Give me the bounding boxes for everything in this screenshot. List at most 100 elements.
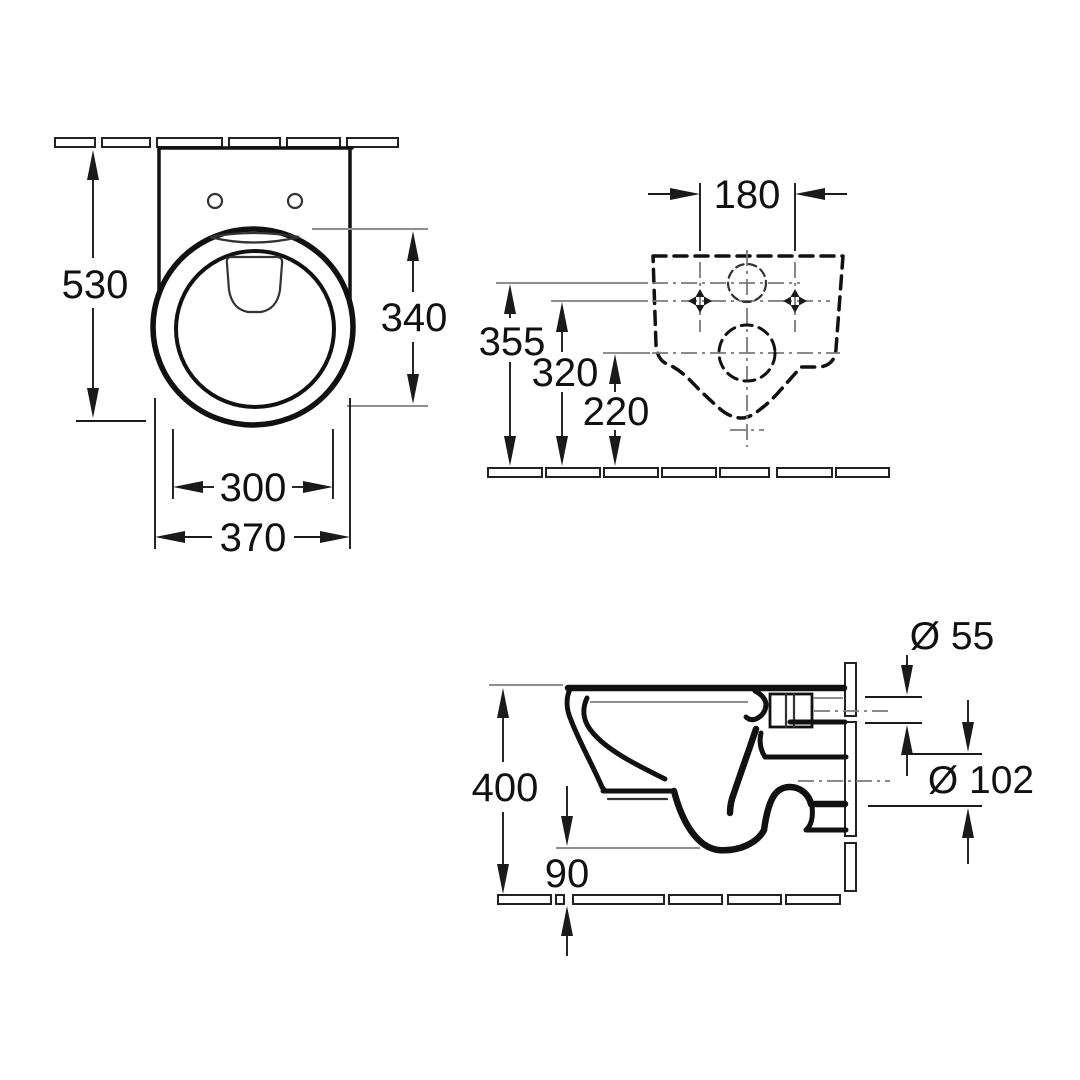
- wall-side-view: [844, 662, 857, 892]
- dimension-label-320: 320: [532, 351, 599, 395]
- hole-mark-tip: [799, 296, 807, 306]
- dimension-label-530: 530: [62, 263, 129, 307]
- dimension-300: 300: [172, 429, 334, 510]
- waste-outlet-circle: [717, 323, 777, 383]
- wall-segment: [54, 137, 96, 148]
- front-outer-contour: [564, 686, 608, 794]
- arrowhead-down: [561, 816, 573, 846]
- floor-segment: [785, 894, 841, 905]
- side-view: 400 90 Ø 55 Ø 102: [472, 615, 1034, 956]
- top-view: 530 340 300: [54, 137, 448, 560]
- arrowhead-down: [556, 436, 568, 466]
- hole-mark-tip: [688, 296, 696, 306]
- dimension-label-90: 90: [545, 852, 590, 896]
- outlet-pipe-bottom: [803, 803, 849, 833]
- floor-hatch-side-view: [497, 894, 841, 905]
- wall-hatch-top-view: [54, 137, 399, 148]
- dimension-label-outlet-diameter: Ø 102: [928, 759, 1034, 802]
- dimension-400: 400: [472, 684, 563, 894]
- dimension-label-355: 355: [479, 320, 546, 364]
- floor-segment: [661, 467, 717, 478]
- floor-segment: [497, 894, 552, 905]
- floor-segment: [668, 894, 723, 905]
- dimension-label-300: 300: [220, 466, 287, 510]
- arrowhead-up: [962, 808, 974, 838]
- dimension-inlet-diameter: Ø 55: [865, 615, 994, 776]
- wall-segment: [844, 842, 857, 892]
- flush-outlet-shape: [225, 255, 284, 314]
- water-inlet-circle: [726, 262, 768, 304]
- dimension-220: 220: [583, 352, 650, 466]
- wall-segment: [346, 137, 399, 148]
- dimension-label-400: 400: [472, 766, 539, 810]
- bowl-inner-rim: [174, 249, 336, 409]
- dimension-label-220: 220: [583, 390, 650, 434]
- arrowhead-up: [561, 906, 573, 936]
- floor-hatch-rear-view: [487, 467, 890, 478]
- arrowhead-down: [87, 388, 99, 418]
- trap-and-weir-contour: [670, 783, 849, 854]
- arrowhead-right: [320, 531, 350, 543]
- floor-segment: [572, 894, 665, 905]
- arrowhead-down: [504, 436, 516, 466]
- wall-segment: [228, 137, 281, 148]
- floor-segment: [555, 894, 565, 905]
- dimension-370: 370: [154, 398, 351, 560]
- floor-segment: [719, 467, 770, 478]
- hole-mark-tip: [695, 289, 705, 297]
- pan-rear-outline-hidden: [651, 254, 845, 420]
- hole-mark-tip: [695, 305, 705, 313]
- dimension-340: 340: [312, 228, 448, 407]
- floor-segment: [835, 467, 890, 478]
- floor-segment: [545, 467, 601, 478]
- bowl-back-contour: [726, 725, 760, 817]
- arrowhead-up: [407, 231, 419, 261]
- outlet-pipe-top: [757, 730, 849, 760]
- hole-mark-tip: [783, 296, 791, 306]
- dimension-180: 180: [648, 173, 847, 251]
- arrowhead-left: [173, 481, 203, 493]
- flush-rim-ledge: [209, 231, 300, 244]
- arrowhead-left: [795, 188, 825, 200]
- dimension-label-inlet-diameter: Ø 55: [910, 615, 995, 658]
- flush-spreader-nozzle: [743, 688, 769, 723]
- wall-segment: [286, 137, 341, 148]
- wall-segment: [156, 137, 223, 148]
- dimension-label-180: 180: [714, 173, 781, 217]
- dimension-label-370: 370: [220, 516, 287, 560]
- seat-hinge-hole-left: [206, 192, 224, 210]
- fixing-hole-mark-right: [783, 289, 807, 313]
- dimension-530: 530: [62, 150, 146, 422]
- arrowhead-right: [303, 481, 333, 493]
- dimension-90: 90: [545, 786, 700, 956]
- arrowhead-up: [87, 150, 99, 180]
- arrowhead-up: [901, 725, 913, 755]
- dimension-320: 320: [532, 300, 648, 466]
- fixing-hole-mark-left: [688, 289, 712, 313]
- bowl-inner-slope: [581, 695, 668, 782]
- arrowhead-left: [155, 531, 185, 543]
- bowl-outer-rim: [150, 226, 356, 428]
- hole-mark-tip: [790, 305, 800, 313]
- arrowhead-down: [497, 864, 509, 894]
- floor-segment: [727, 894, 782, 905]
- floor-segment: [603, 467, 659, 478]
- dimension-355: 355: [479, 282, 648, 466]
- arrowhead-down: [901, 665, 913, 695]
- dimension-outlet-diameter: Ø 102: [868, 700, 1034, 864]
- floor-segment: [487, 467, 543, 478]
- hole-mark-tip: [790, 289, 800, 297]
- wall-segment: [101, 137, 151, 148]
- pan-section: [564, 684, 890, 854]
- arrowhead-down: [407, 374, 419, 404]
- arrowhead-right: [670, 188, 700, 200]
- arrowhead-down: [609, 436, 621, 466]
- wall-segment: [844, 721, 857, 837]
- arrowhead-down: [962, 722, 974, 752]
- hole-mark-tip: [704, 296, 712, 306]
- floor-segment: [776, 467, 833, 478]
- dimension-label-340: 340: [381, 296, 448, 340]
- rear-view: 180: [479, 173, 890, 478]
